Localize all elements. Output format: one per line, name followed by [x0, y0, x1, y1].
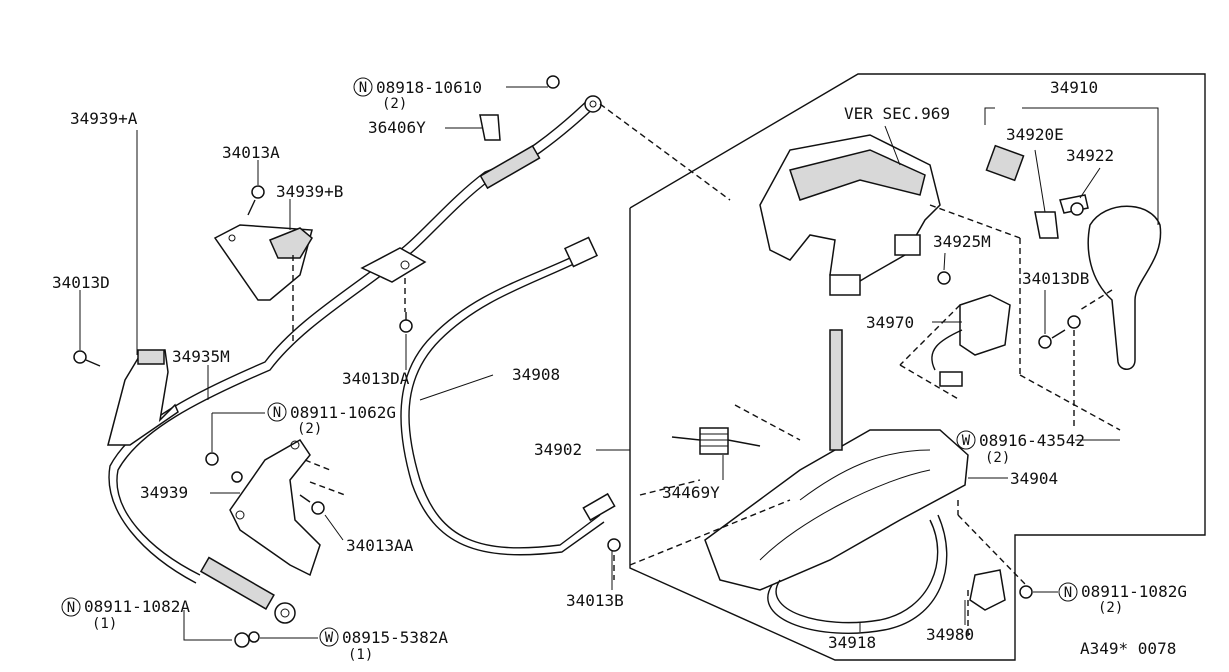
- n-symbol-08911-1082a: N: [61, 597, 81, 617]
- label-34922: 34922: [1066, 146, 1114, 165]
- n-symbol-08911-1062g: N: [267, 402, 287, 422]
- label-34910: 34910: [1050, 78, 1098, 97]
- label-34013a: 34013A: [222, 143, 280, 162]
- label-34935m: 34935M: [172, 347, 230, 366]
- w-symbol-text: W: [962, 433, 971, 449]
- qty-08915-5382a: (1): [348, 647, 373, 663]
- assembly-outline: [629, 73, 1206, 661]
- label-36406y: 36406Y: [368, 118, 426, 137]
- label-34902: 34902: [534, 440, 582, 459]
- bolts-left: [73, 185, 413, 648]
- n-symbol-08911-1082g: N: [1058, 582, 1078, 602]
- label-34939: 34939: [140, 483, 188, 502]
- qty-08911-1062g: (2): [297, 421, 322, 437]
- label-34904: 34904: [1010, 469, 1058, 488]
- qty-08911-1082a: (1): [92, 616, 117, 632]
- qty-08918-10610: (2): [382, 96, 407, 112]
- label-08915-5382a: 08915-5382A: [342, 628, 448, 647]
- module-34970: [931, 271, 1011, 387]
- label-34013aa: 34013AA: [346, 536, 414, 555]
- label-08911-1082g: 08911-1082G: [1081, 582, 1187, 601]
- switch-34980: [969, 569, 1006, 611]
- label-34939-a: 34939+A: [70, 109, 138, 128]
- label-34013d: 34013D: [52, 273, 110, 292]
- leader-lines: [79, 86, 1159, 641]
- label-08916-43542: 08916-43542: [979, 431, 1085, 450]
- clip-36406y: [479, 75, 560, 141]
- diagram-reference-code: A349* 0078: [1080, 639, 1176, 658]
- spring-34469y: [671, 427, 761, 455]
- w-symbol-08916: W: [956, 430, 976, 450]
- base-34904: [704, 329, 969, 634]
- qty-08916-43542: (2): [985, 450, 1010, 466]
- w-symbol-08915: W: [319, 627, 339, 647]
- label-08911-1082a: 08911-1082A: [84, 597, 190, 616]
- n-symbol-text: N: [359, 80, 367, 96]
- label-ver-sec-969: VER SEC.969: [844, 104, 950, 123]
- bracket-34939b: [213, 224, 313, 301]
- n-symbol-text: N: [273, 405, 281, 421]
- label-34013b: 34013B: [566, 591, 624, 610]
- n-symbol-text: N: [1064, 585, 1072, 601]
- label-34918: 34918: [828, 633, 876, 652]
- label-08918-10610: 08918-10610: [376, 78, 482, 97]
- guides-right: [613, 204, 1121, 640]
- w-symbol-text: W: [325, 630, 334, 646]
- label-34920e: 34920E: [1006, 125, 1064, 144]
- n-symbol-08918: N: [353, 77, 373, 97]
- bracket-34939: [229, 439, 321, 577]
- indicator-cover: [759, 134, 941, 296]
- label-34013db: 34013DB: [1022, 269, 1089, 288]
- cable-34908: [400, 236, 616, 556]
- n-symbol-text: N: [67, 600, 75, 616]
- bracket-34939a: [107, 349, 179, 446]
- label-34925m: 34925M: [933, 232, 991, 251]
- label-34469y: 34469Y: [662, 483, 720, 502]
- qty-08911-1082g: (2): [1098, 600, 1123, 616]
- label-34970: 34970: [866, 313, 914, 332]
- guides-left: [292, 103, 731, 496]
- label-34939-b: 34939+B: [276, 182, 343, 201]
- control-cable-34935m: [108, 95, 602, 624]
- label-34980: 34980: [926, 625, 974, 644]
- label-08911-1062g: 08911-1062G: [290, 403, 396, 422]
- bolts-right: [607, 202, 1084, 599]
- label-34908: 34908: [512, 365, 560, 384]
- label-34013da: 34013DA: [342, 369, 410, 388]
